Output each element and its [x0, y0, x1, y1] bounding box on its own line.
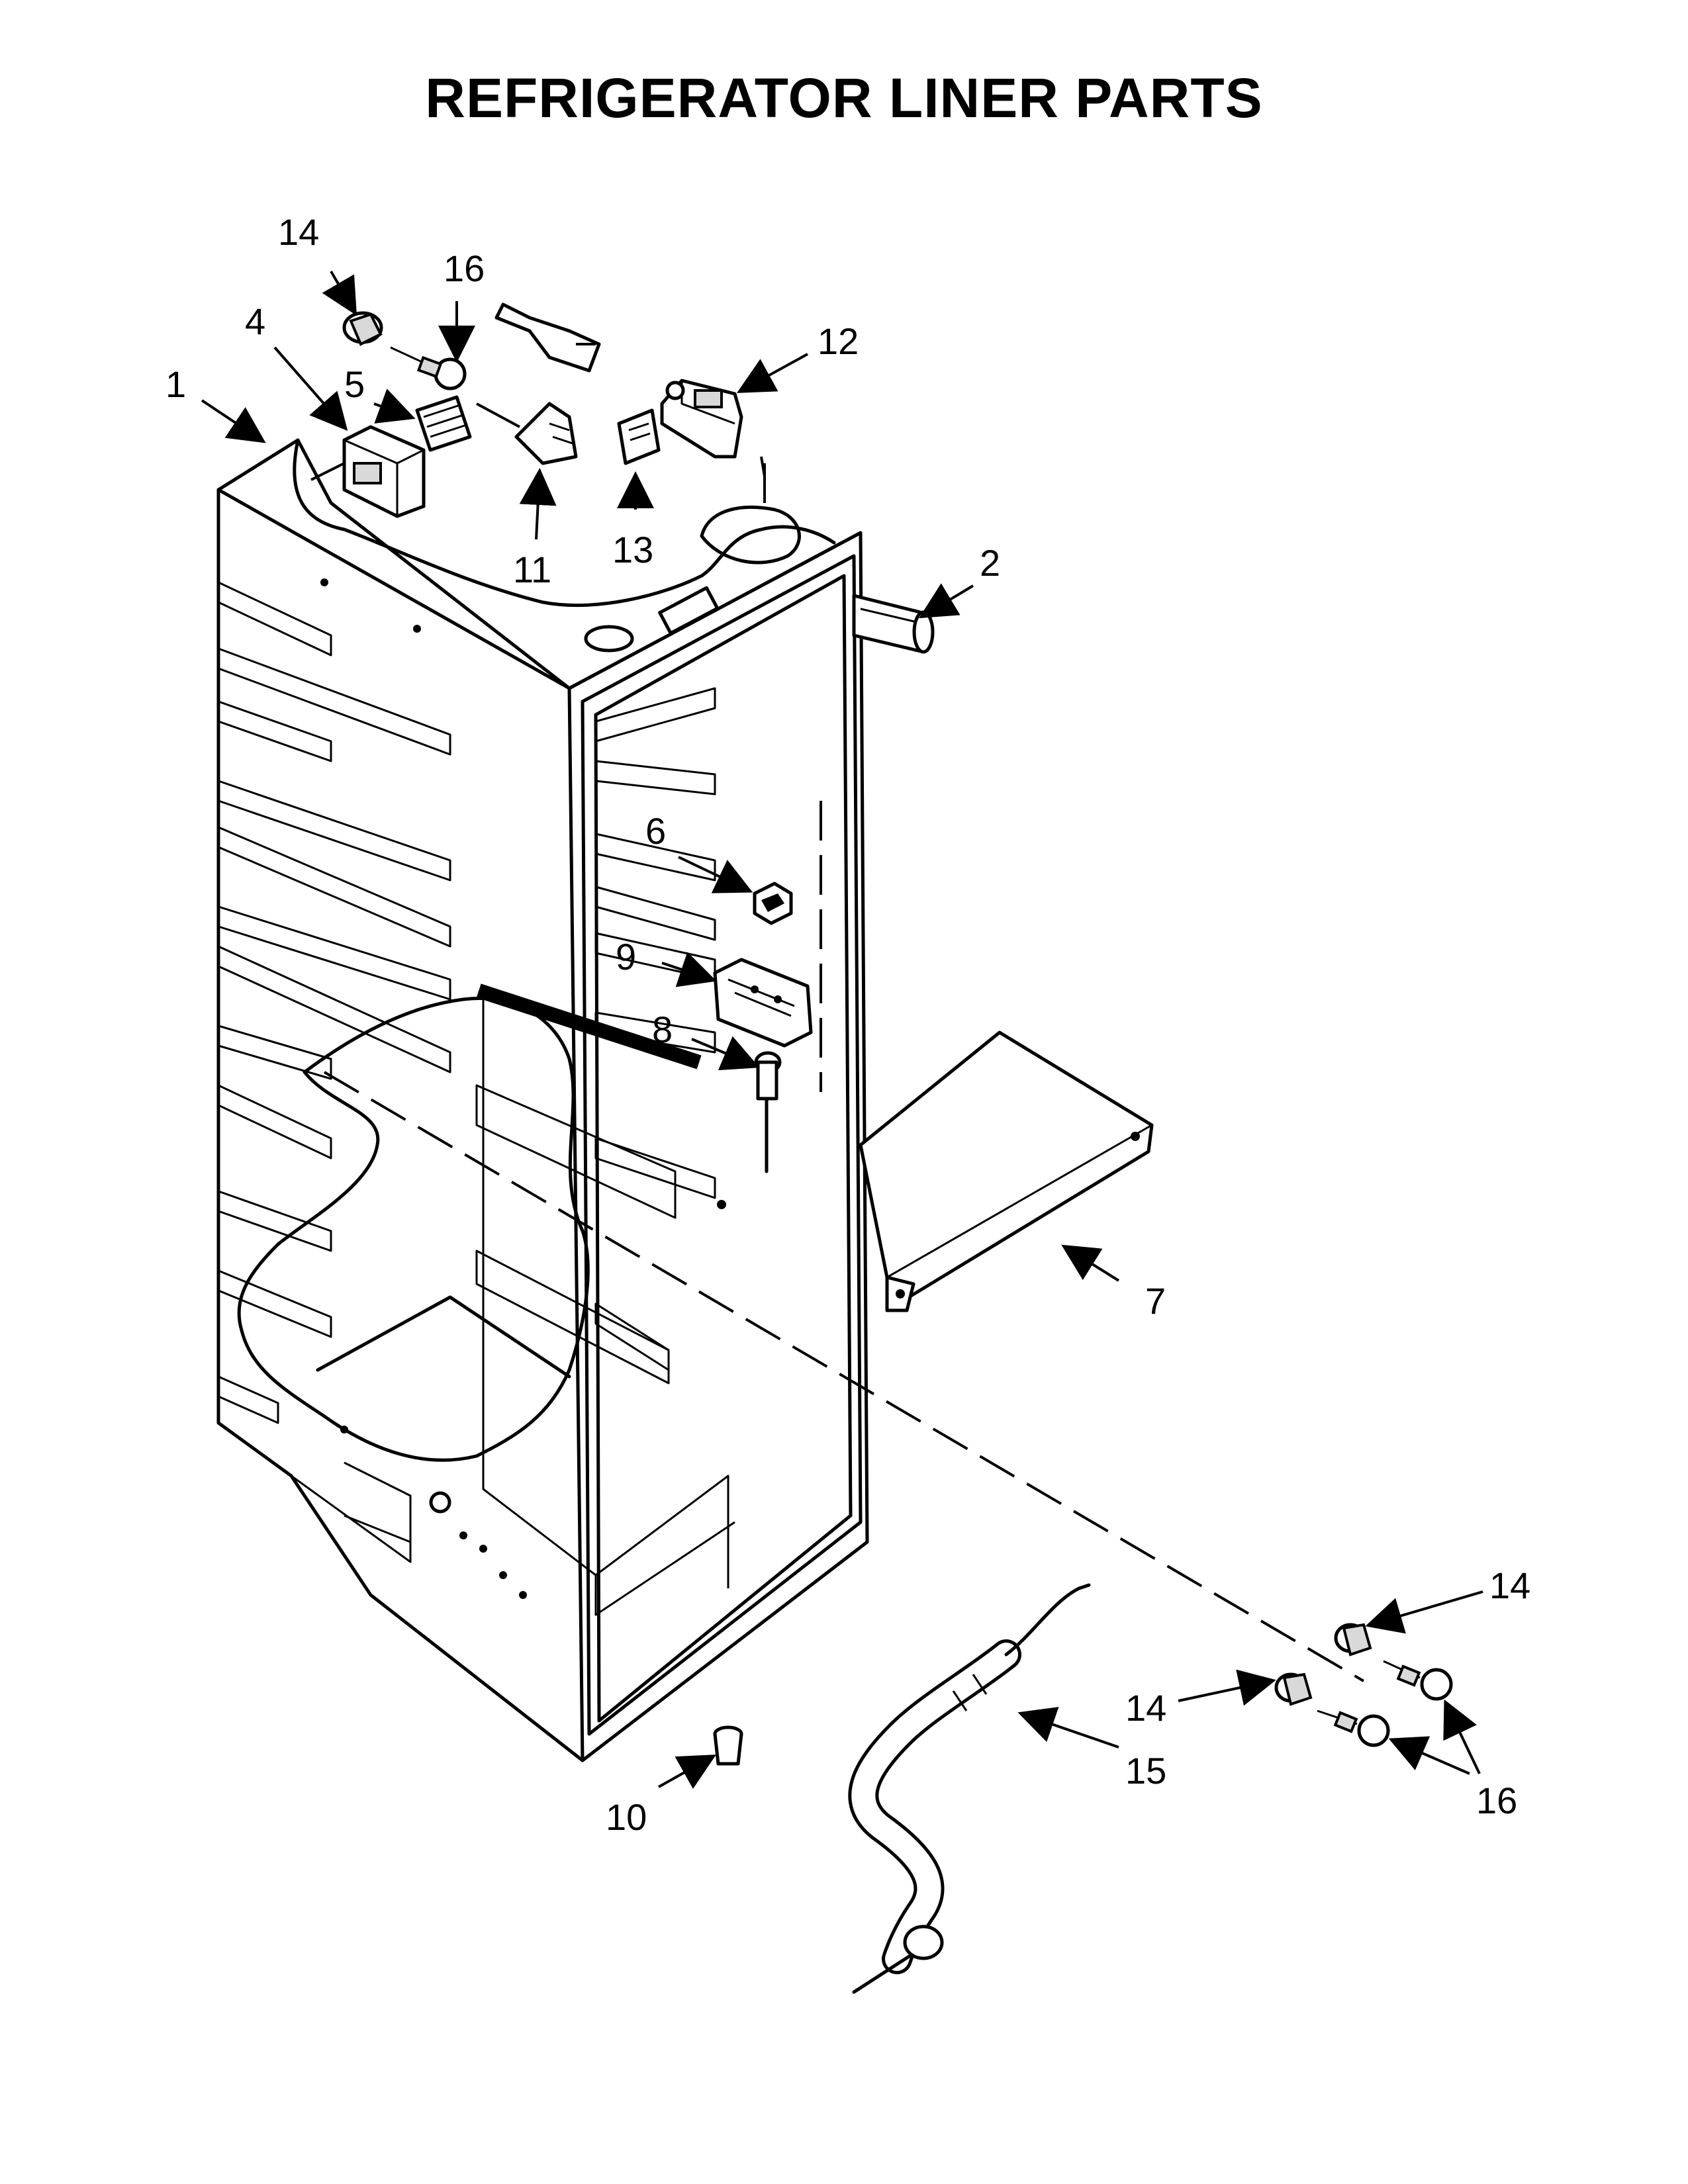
callout-13: 13 — [612, 529, 653, 570]
callout-8: 8 — [652, 1009, 673, 1050]
callout-6: 6 — [645, 810, 666, 852]
callout-10: 10 — [606, 1796, 647, 1838]
callout-2: 2 — [980, 542, 1000, 584]
leader-arrows — [201, 270, 1483, 1789]
callout-12: 12 — [818, 320, 859, 362]
part-14-right-lower — [1274, 1672, 1313, 1706]
part-2-shield — [852, 594, 935, 654]
callout-14-right-upper: 14 — [1489, 1565, 1530, 1606]
callout-5: 5 — [344, 363, 365, 405]
callout-16-top: 16 — [444, 248, 485, 289]
part-11-bracket — [494, 302, 601, 465]
callout-16-right: 16 — [1476, 1780, 1517, 1821]
part-10-plug — [713, 1725, 743, 1766]
callout-14-top: 14 — [278, 211, 319, 253]
part-5-board — [415, 395, 520, 452]
part-9-housing — [713, 958, 813, 1048]
callout-1: 1 — [165, 363, 186, 405]
callout-4: 4 — [245, 300, 265, 342]
part-4-housing — [310, 425, 426, 518]
part-16-top — [390, 346, 467, 390]
page-title: REFRIGERATOR LINER PARTS — [425, 67, 1263, 129]
callout-15: 15 — [1125, 1750, 1166, 1792]
callout-14-right-lower: 14 — [1125, 1687, 1166, 1729]
part-14-right-upper — [1334, 1623, 1372, 1657]
part-6-clip — [753, 882, 793, 925]
part-13-filter — [617, 408, 661, 465]
callout-11: 11 — [513, 549, 551, 590]
callout-9: 9 — [616, 936, 636, 978]
callout-labels: 1 2 4 5 6 7 8 9 10 11 12 13 14 14 14 15 … — [165, 211, 1530, 1838]
part-16-right-upper — [1383, 1660, 1453, 1701]
liner-body — [216, 438, 869, 1762]
part-14-top — [342, 311, 383, 346]
part-16-right-lower — [1317, 1709, 1390, 1747]
part-12-damper — [660, 379, 766, 477]
callout-7: 7 — [1145, 1280, 1166, 1322]
part-15-tube — [848, 1583, 1091, 1994]
part-7-cover — [859, 1030, 1154, 1312]
part-8-sensor — [754, 1051, 782, 1173]
